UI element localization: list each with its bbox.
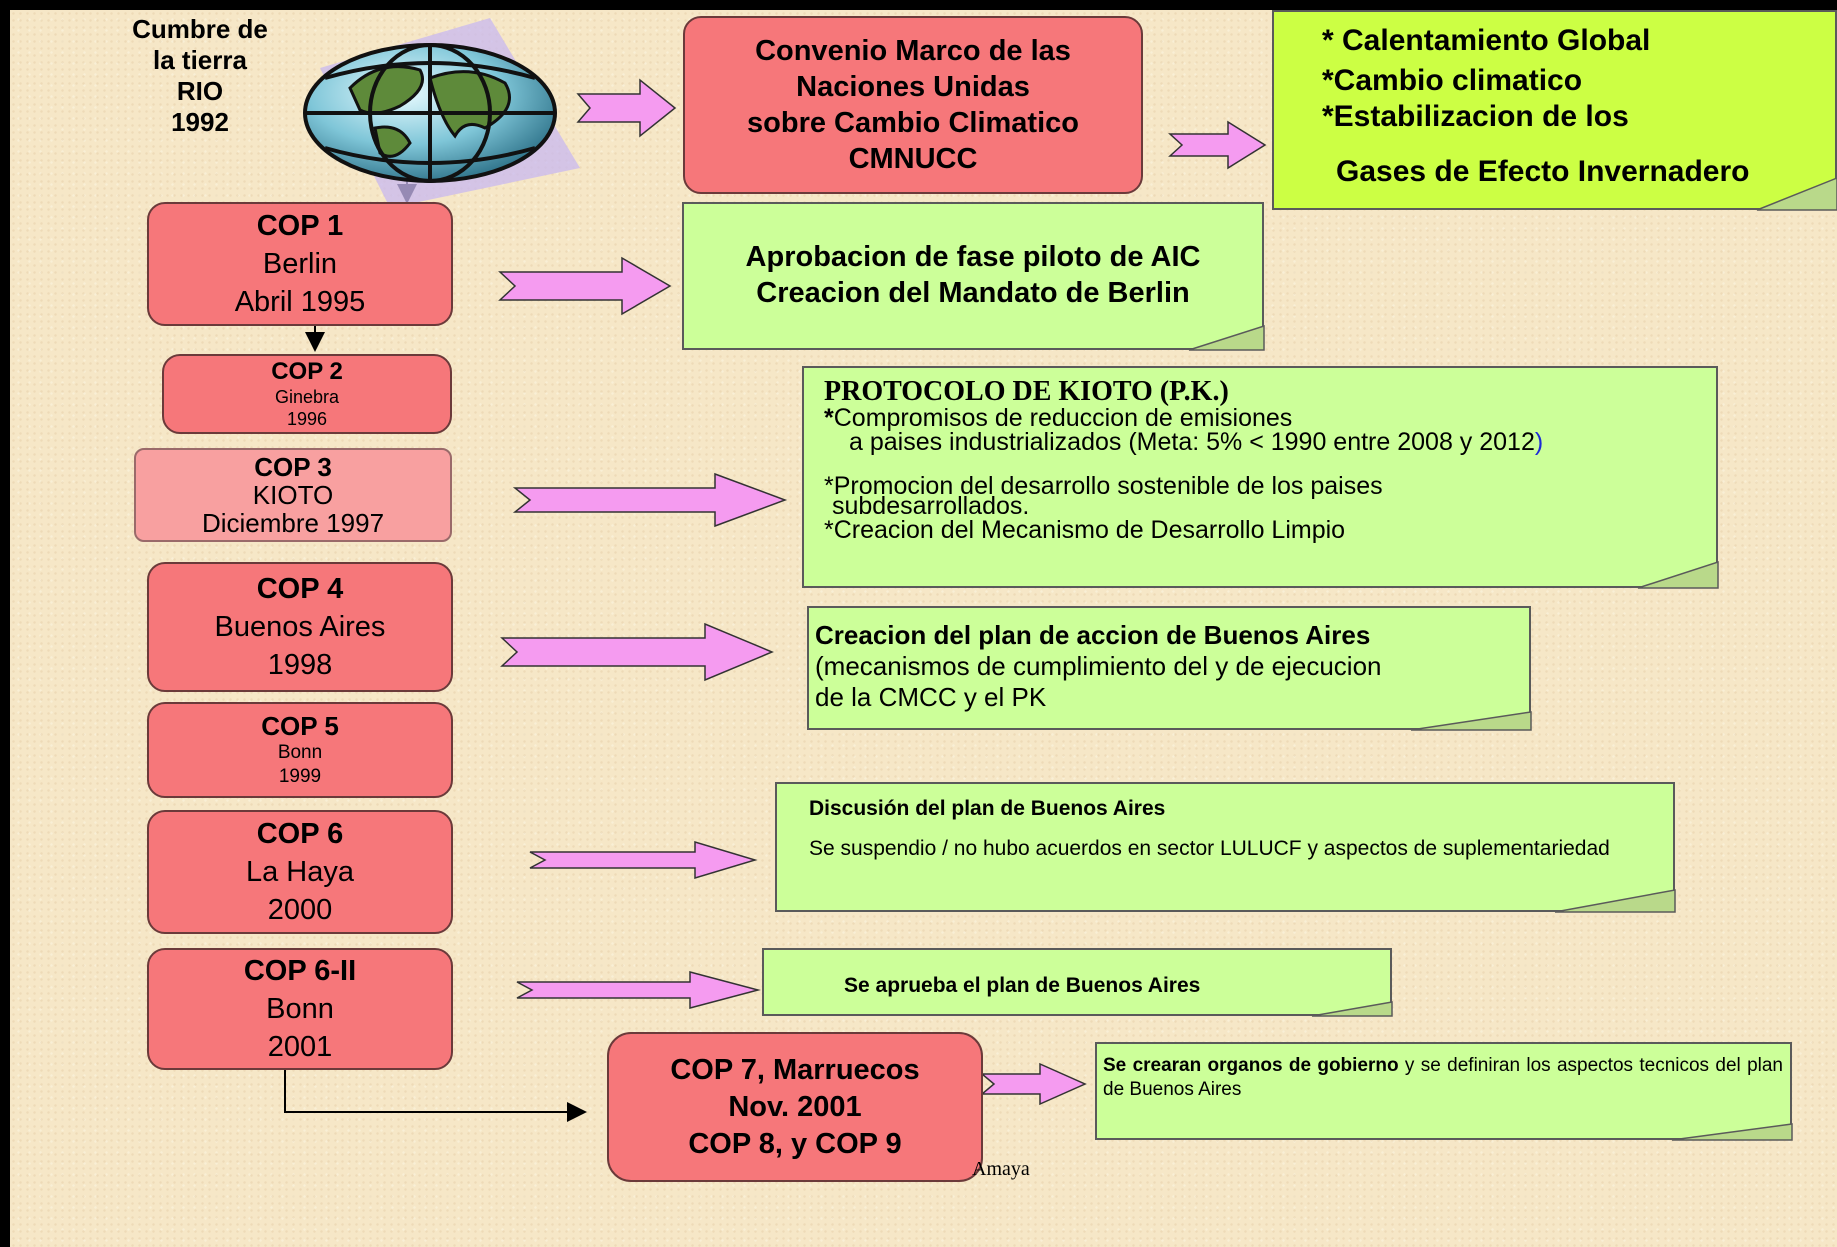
cop6-place: La Haya [245, 856, 354, 888]
cop4-place: Buenos Aires [214, 611, 386, 643]
cop7-date: Nov. 2001 [728, 1090, 862, 1123]
page-fold-icon [1410, 711, 1532, 731]
arrow-cop7 [979, 1062, 1087, 1106]
arrow-cmnucc-objectives [1168, 120, 1267, 170]
cop1-note-line-2: Creacion del Mandato de Berlin [756, 277, 1190, 309]
cop7-note: Se crearan organos de gobierno y se defi… [1095, 1042, 1793, 1141]
kyoto-bullet-star: * [824, 404, 834, 432]
cop6ii-date: 2001 [267, 1031, 333, 1063]
origin-line-3: RIO [176, 76, 224, 106]
cop6-box: COP 6 La Haya 2000 [147, 810, 453, 934]
cop5-box: COP 5 Bonn 1999 [147, 702, 453, 798]
arrow-cop4 [500, 622, 774, 682]
cop6ii-box: COP 6-II Bonn 2001 [147, 948, 453, 1070]
page-fold-icon [1756, 177, 1837, 211]
objective-2: *Cambio climatico [1322, 64, 1583, 97]
kyoto-bullet-2a: *Promocion del desarrollo sostenible de … [824, 472, 1383, 500]
diagram-canvas: Cumbre de la tierra RIO 1992 C [10, 10, 1837, 1247]
cop6-date: 2000 [267, 894, 333, 926]
connector-cop6ii-cop7 [284, 1070, 587, 1122]
connectors-layer [284, 78, 1267, 1122]
cop4-box: COP 4 Buenos Aires 1998 [147, 562, 453, 692]
cop4-note-line-2: (mecanismos de cumplimiento del y de eje… [815, 651, 1382, 681]
cop1-box: COP 1 Berlin Abril 1995 [147, 202, 453, 326]
cop4-title: COP 4 [256, 573, 344, 605]
cop3-box: COP 3 KIOTO Diciembre 1997 [134, 448, 452, 542]
page-fold-icon [1554, 889, 1676, 913]
kyoto-bullet-3: *Creacion del Mecanismo de Desarrollo Li… [824, 516, 1346, 544]
page-fold-icon [1311, 1001, 1393, 1017]
arrow-cop3 [512, 472, 788, 528]
cop2-date: 1996 [286, 409, 328, 429]
kyoto-heading: PROTOCOLO DE KIOTO (P.K.) [824, 376, 1229, 407]
cop1-date: Abril 1995 [234, 286, 366, 318]
page-fold-icon [1637, 560, 1719, 589]
arrow-cop1 [498, 256, 672, 316]
origin-line-4: 1992 [171, 107, 229, 137]
kyoto-bullet-1b: a paises industrializados (Meta: 5% < 19… [849, 428, 1544, 456]
cmnucc-line-1: Convenio Marco de las [755, 35, 1071, 67]
cmnucc-line-3: sobre Cambio Climatico [747, 107, 1079, 139]
cop6ii-note: Se aprueba el plan de Buenos Aires [762, 948, 1393, 1017]
cop7-note-text: Se crearan organos de gobierno y se defi… [1103, 1054, 1783, 1102]
cmnucc-line-4: CMNUCC [848, 143, 978, 175]
objective-3: *Estabilizacion de los [1322, 100, 1629, 133]
cop1-title: COP 1 [256, 210, 344, 242]
arrow-cop6 [529, 840, 758, 880]
page-fold-icon [1671, 1123, 1793, 1141]
cop6ii-title: COP 6-II [243, 955, 357, 987]
cop6ii-note-text: Se aprueba el plan de Buenos Aires [844, 974, 1201, 997]
cop1-place: Berlin [262, 248, 338, 280]
cop3-date: Diciembre 1997 [201, 508, 385, 538]
cop1-note: Aprobacion de fase piloto de AIC Creacio… [682, 202, 1265, 351]
cop4-note-line-3: de la CMCC y el PK [815, 682, 1047, 712]
kyoto-bullet-1b-paren: ) [1534, 428, 1544, 456]
cop5-date: 1999 [278, 766, 322, 787]
kyoto-bullet-2b: subdesarrollados. [832, 492, 1030, 520]
cop6-title: COP 6 [256, 818, 344, 850]
objectives-note: * Calentamiento Global *Cambio climatico… [1272, 10, 1837, 211]
origin-line-2: la tierra [153, 45, 247, 75]
cop3-title: COP 3 [254, 452, 332, 482]
cmnucc-box: Convenio Marco de las Naciones Unidas so… [683, 16, 1143, 194]
cop4-note: Creacion del plan de accion de Buenos Ai… [807, 606, 1532, 731]
cop7-extra: COP 8, y COP 9 [688, 1127, 902, 1160]
cop7-box: COP 7, Marruecos Nov. 2001 COP 8, y COP … [607, 1032, 983, 1182]
kyoto-bullet-1a-text: Compromisos de reduccion de emisiones [833, 404, 1293, 432]
signature-text: Amaya [972, 1158, 1030, 1180]
origin-line-1: Cumbre de [132, 14, 268, 44]
kyoto-bullet-1b-text: a paises industrializados (Meta: 5% < 19… [849, 428, 1535, 456]
globe-icon [303, 18, 580, 208]
origin-title: Cumbre de la tierra RIO 1992 [105, 14, 295, 138]
cop3-place: KIOTO [252, 480, 334, 510]
cop6-note-heading: Discusión del plan de Buenos Aires [809, 797, 1166, 820]
cop5-title: COP 5 [261, 711, 339, 741]
cop6-note-body: Se suspendio / no hubo acuerdos en secto… [809, 837, 1610, 860]
cop6ii-place: Bonn [266, 993, 334, 1025]
cop2-title: COP 2 [271, 358, 343, 385]
cop7-note-rest: y se definiran los aspectos tecnicos del… [1103, 1055, 1783, 1100]
cmnucc-line-2: Naciones Unidas [796, 71, 1030, 103]
cop2-box: COP 2 Ginebra 1996 [162, 354, 452, 434]
objective-4: Gases de Efecto Invernadero [1336, 155, 1750, 188]
cop2-place: Ginebra [274, 387, 340, 407]
cop4-date: 1998 [267, 649, 333, 681]
arrow-globe-cmnucc [576, 78, 677, 138]
cop7-note-bold: Se crearan organos de gobierno [1103, 1055, 1399, 1076]
arrow-cop6ii [516, 971, 761, 1009]
cop7-title: COP 7, Marruecos [670, 1053, 920, 1086]
cop6-note: Discusión del plan de Buenos Aires Se su… [775, 782, 1676, 913]
cop5-place: Bonn [277, 742, 323, 763]
kyoto-bullet-1a: *Compromisos de reduccion de emisiones [824, 404, 1293, 432]
kyoto-note: PROTOCOLO DE KIOTO (P.K.) *Compromisos d… [802, 366, 1719, 589]
cop1-note-line-1: Aprobacion de fase piloto de AIC [745, 241, 1201, 273]
cop4-note-heading: Creacion del plan de accion de Buenos Ai… [815, 620, 1371, 650]
page-fold-icon [1188, 324, 1265, 351]
objective-1: * Calentamiento Global [1322, 24, 1651, 57]
